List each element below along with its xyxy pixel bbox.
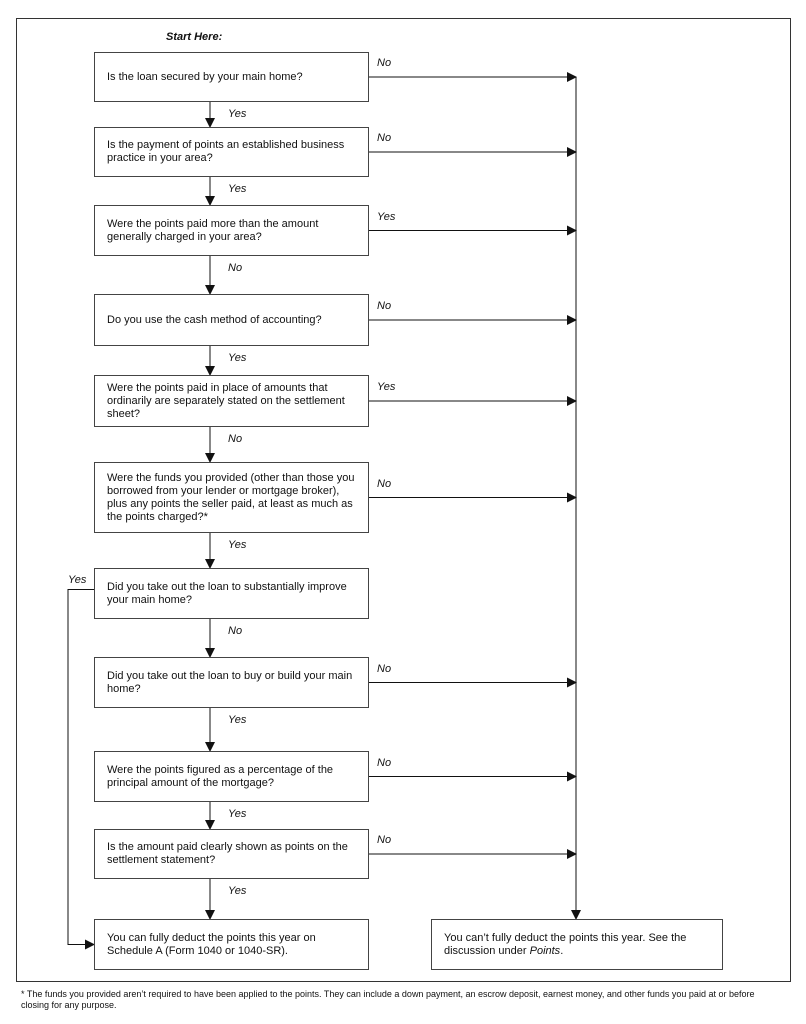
q1-down-label: Yes [228, 108, 247, 120]
question-text-7: Did you take out the loan to substantial… [107, 580, 347, 606]
question-box-8: Did you take out the loan to buy or buil… [94, 657, 369, 708]
question-text-6: Were the funds you provided (other than … [107, 471, 355, 523]
question-box-1: Is the loan secured by your main home? [94, 52, 369, 102]
outcome-no-text-italic: Points [529, 944, 561, 957]
outcome-no-text-after: . [560, 944, 564, 957]
q4-side-label: No [377, 300, 392, 312]
question-box-10: Is the amount paid clearly shown as poin… [94, 829, 369, 879]
question-box-5: Were the points paid in place of amounts… [94, 375, 369, 427]
q1-side-label: No [377, 57, 392, 69]
question-box-9: Were the points figured as a percentage … [94, 751, 369, 802]
q9-side-label: No [377, 756, 392, 769]
question-box-6: Were the funds you provided (other than … [94, 462, 369, 533]
q8-down-label: Yes [228, 714, 247, 726]
q7-down-label: No [228, 625, 243, 637]
outcome-deduct-box: You can fully deduct the points this yea… [94, 919, 369, 970]
q7-side-label: Yes [68, 574, 87, 586]
question-box-7: Did you take out the loan to substantial… [94, 568, 369, 619]
question-text-9: Were the points figured as a percentage … [107, 763, 334, 789]
arrow-q7-yes-to-deduct [67, 589, 95, 950]
question-box-3: Were the points paid more than the amoun… [94, 205, 369, 256]
question-box-4: Do you use the cash method of accounting… [94, 294, 369, 346]
chart-frame [16, 18, 791, 982]
q8-side-label: No [377, 662, 392, 675]
q10-side-label: No [377, 834, 392, 846]
question-box-2: Is the payment of points an established … [94, 127, 369, 177]
outcome-deduct-text: You can fully deduct the points this yea… [107, 931, 316, 957]
question-text-4: Do you use the cash method of accounting… [107, 313, 322, 326]
q2-side-label: No [377, 132, 392, 144]
outcome-no-deduct-text: You can’t fully deduct the points this y… [444, 932, 714, 958]
start-label: Start Here: [166, 31, 223, 43]
outcome-no-text-before: You can’t fully deduct the points this y… [444, 931, 687, 957]
question-text-3: Were the points paid more than the amoun… [107, 217, 319, 243]
q4-down-label: Yes [228, 352, 247, 364]
outcome-no-deduct-box: You can’t fully deduct the points this y… [431, 919, 723, 970]
q9-down-label: Yes [228, 808, 247, 820]
q3-down-label: No [228, 262, 243, 274]
q3-side-label: Yes [377, 210, 396, 223]
question-text-2: Is the payment of points an established … [107, 139, 345, 164]
q10-down-label: Yes [228, 885, 247, 897]
q5-side-label: Yes [377, 381, 396, 393]
question-text-1: Is the loan secured by your main home? [107, 70, 303, 83]
q6-side-label: No [377, 477, 392, 490]
q2-down-label: Yes [228, 183, 247, 195]
question-text-8: Did you take out the loan to buy or buil… [107, 669, 353, 695]
q6-down-label: Yes [228, 539, 247, 551]
footnote: * The funds you provided aren’t required… [21, 989, 755, 1010]
question-text-10: Is the amount paid clearly shown as poin… [107, 841, 348, 866]
q5-down-label: No [228, 433, 243, 445]
question-text-5: Were the points paid in place of amounts… [107, 381, 345, 420]
